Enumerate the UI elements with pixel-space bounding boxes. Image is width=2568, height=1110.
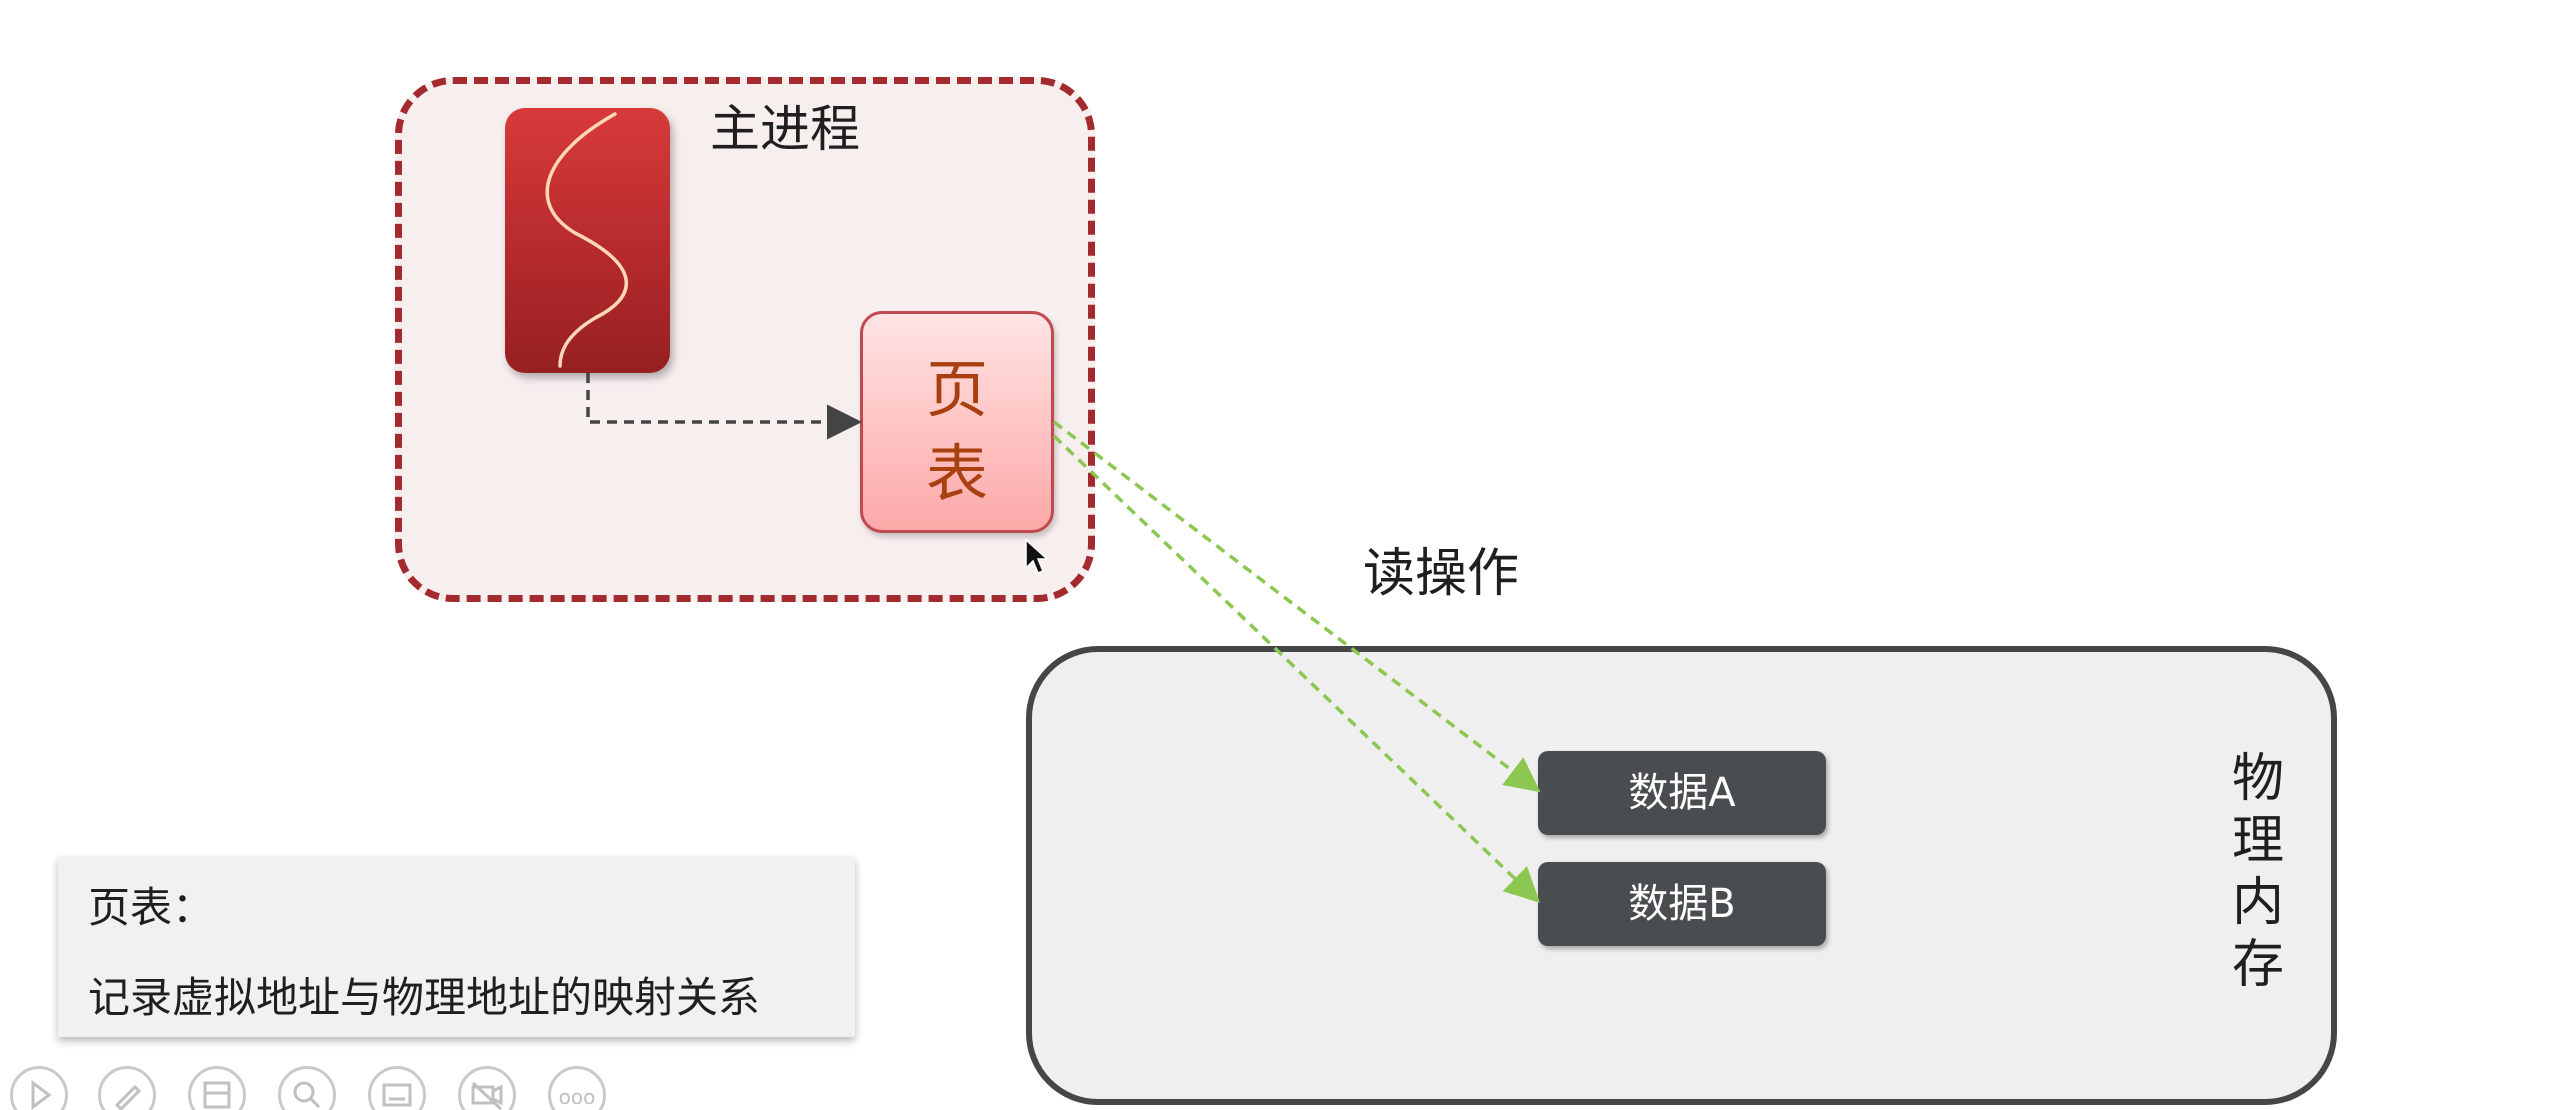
zoom-icon[interactable] [278,1066,336,1110]
page-table-label: 页 表 [925,353,988,510]
subtitle-icon[interactable] [368,1066,426,1110]
note-title: 页表： [88,883,215,932]
data-block-a: 数据A [1538,751,1826,835]
read-operation-label: 读操作 [1363,544,1520,604]
thread-block [505,108,670,373]
more-glyph: ooo [558,1085,596,1109]
main-process-label: 主进程 [710,100,860,158]
thread-squiggle-icon [545,112,629,368]
more-icon[interactable]: ooo [548,1066,606,1110]
note-card: 页表： 记录虚拟地址与物理地址的映射关系 [58,857,855,1037]
pen-icon[interactable] [98,1066,156,1110]
video-off-icon[interactable] [458,1066,516,1110]
page-table-block: 页 表 [860,311,1054,533]
note-body: 记录虚拟地址与物理地址的映射关系 [88,973,761,1022]
data-block-b: 数据B [1538,862,1826,946]
slides-icon[interactable] [188,1066,246,1110]
physical-memory-label: 物 理 内 存 [2231,749,2284,995]
play-icon[interactable] [10,1066,68,1110]
